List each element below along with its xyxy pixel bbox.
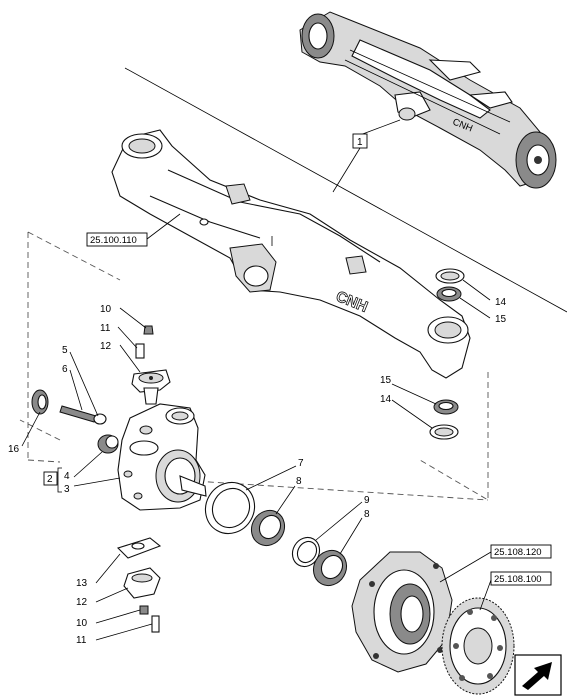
assembly-boundary xyxy=(19,231,489,501)
bearing-15-lower xyxy=(433,399,459,415)
callout-7: 7 xyxy=(298,458,304,469)
callout-13: 13 xyxy=(76,578,88,589)
callout-2: 2 xyxy=(47,474,53,485)
callout-3: 3 xyxy=(64,484,70,495)
callout-15-upper: 15 xyxy=(495,314,507,325)
callout-10-upper: 10 xyxy=(100,304,112,315)
bearing-8-lower xyxy=(312,549,348,587)
seal-ring-7 xyxy=(204,481,256,535)
callout-1: 1 xyxy=(357,137,363,148)
hub-carrier xyxy=(351,551,453,673)
overview-separator-line xyxy=(124,67,567,313)
callout-10-lower: 10 xyxy=(76,618,88,629)
callout-9: 9 xyxy=(364,495,370,506)
ref-hub-carrier[interactable]: 25.108.120 xyxy=(494,547,542,558)
lower-kingpin-stack xyxy=(116,537,162,633)
callout-box-1 xyxy=(352,133,368,149)
axle-assembly-overview: CNH xyxy=(299,11,557,189)
callout-12-upper: 12 xyxy=(100,341,112,352)
callout-8-lower: 8 xyxy=(364,509,370,520)
adjusting-screw-6 xyxy=(59,405,107,425)
bearing-8-upper xyxy=(250,509,286,547)
ref-box-axle-housing[interactable] xyxy=(86,232,148,247)
callout-11-lower: 11 xyxy=(76,635,87,646)
axle-housing: CNH xyxy=(111,129,471,379)
callout-4: 4 xyxy=(64,471,70,482)
seal-ring-14-lower xyxy=(429,424,459,440)
callout-box-2 xyxy=(43,471,58,486)
callout-11-upper: 11 xyxy=(100,323,111,334)
callout-14-upper: 14 xyxy=(495,297,507,308)
spacer-ring-9 xyxy=(291,536,321,568)
callout-12-lower: 12 xyxy=(76,597,88,608)
final-drive-gear xyxy=(441,597,515,695)
bearing-15-upper xyxy=(436,286,462,302)
callout-14-lower: 14 xyxy=(380,394,392,405)
bushing-4 xyxy=(97,434,119,454)
upper-kingpin-stack xyxy=(131,325,171,405)
navigate-arrow-icon[interactable] xyxy=(514,654,562,696)
seal-ring-14-upper xyxy=(435,268,465,284)
ref-box-hub-carrier[interactable] xyxy=(490,544,552,559)
ref-box-final-drive[interactable] xyxy=(490,571,552,586)
ref-axle-housing[interactable]: 25.100.110 xyxy=(90,235,137,246)
seal-16 xyxy=(31,389,49,415)
callout-6: 6 xyxy=(62,364,68,375)
callout-8-upper: 8 xyxy=(296,476,302,487)
steering-knuckle xyxy=(117,403,207,511)
ref-final-drive-gear[interactable]: 25.108.100 xyxy=(494,574,542,585)
callout-15-lower: 15 xyxy=(380,375,392,386)
callout-16: 16 xyxy=(8,444,20,455)
callout-5: 5 xyxy=(62,345,68,356)
